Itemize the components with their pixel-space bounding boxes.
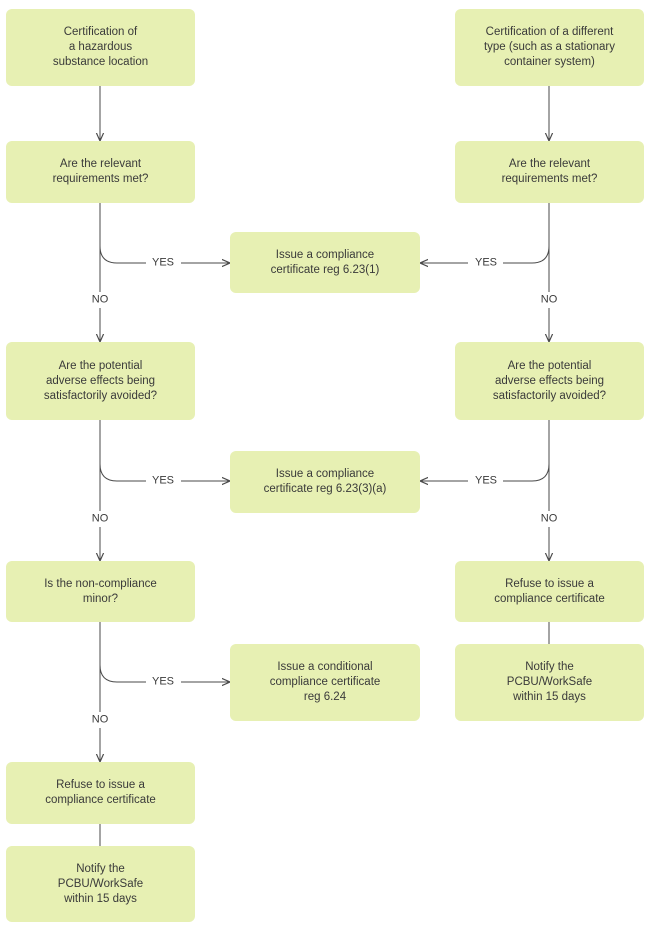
no-label-right-q2: NO — [538, 512, 560, 526]
left-q1-text: Are the relevant requirements met? — [52, 158, 149, 185]
right-notify-box: Notify the PCBU/WorkSafe within 15 days — [455, 644, 644, 721]
connector-right-q1-yes — [503, 245, 550, 264]
no-label-left-q2: NO — [89, 512, 111, 526]
left-q2-box: Are the potential adverse effects being … — [6, 342, 195, 420]
yes-label-left-q1: YES — [149, 256, 177, 270]
yes-label-left-q2: YES — [149, 474, 177, 488]
left-q3-text: Is the non-compliance minor? — [44, 577, 157, 605]
right-notify-text: Notify the PCBU/WorkSafe within 15 days — [506, 661, 593, 703]
center-outcome1-box: Issue a compliance certificate reg 6.23(… — [230, 232, 420, 293]
yes-label-right-q2: YES — [472, 474, 500, 488]
right-refuse-text: Refuse to issue a compliance certificate — [494, 577, 605, 605]
left-refuse-box: Refuse to issue a compliance certificate — [6, 762, 195, 824]
right-q1-text: Are the relevant requirements met? — [501, 158, 598, 185]
center-outcome2-box: Issue a compliance certificate reg 6.23(… — [230, 451, 420, 513]
no-label-left-q3: NO — [89, 713, 111, 727]
left-q2-text: Are the potential adverse effects being … — [43, 359, 158, 402]
center-outcome3-text: Issue a conditional compliance certifica… — [269, 661, 381, 703]
yes-label-left-q3: YES — [149, 675, 177, 689]
yes-label-right-q1: YES — [472, 256, 500, 270]
right-q2-box: Are the potential adverse effects being … — [455, 342, 644, 420]
right-q1-box: Are the relevant requirements met? — [455, 141, 644, 203]
left-refuse-text: Refuse to issue a compliance certificate — [45, 779, 156, 806]
left-q1-box: Are the relevant requirements met? — [6, 141, 195, 203]
center-outcome2-text: Issue a compliance certificate reg 6.23(… — [263, 468, 387, 495]
left-notify-text: Notify the PCBU/WorkSafe within 15 days — [57, 862, 144, 905]
left-start-box: Certification of a hazardous substance l… — [6, 9, 195, 86]
left-notify-box: Notify the PCBU/WorkSafe within 15 days — [6, 846, 195, 922]
no-label-right-q1: NO — [538, 293, 560, 307]
center-outcome1-text: Issue a compliance certificate reg 6.23(… — [270, 248, 380, 276]
center-outcome3-box: Issue a conditional compliance certifica… — [230, 644, 420, 721]
right-start-box: Certification of a different type (such … — [455, 9, 644, 86]
right-q2-text: Are the potential adverse effects being … — [492, 359, 607, 402]
no-label-left-q1: NO — [89, 293, 111, 307]
connector-left-q2-yes — [99, 463, 146, 482]
left-q3-box: Is the non-compliance minor? — [6, 561, 195, 622]
connector-left-q1-yes — [99, 245, 146, 264]
left-start-text: Certification of a hazardous substance l… — [52, 26, 149, 68]
connector-right-q2-yes — [503, 463, 550, 482]
right-start-text: Certification of a different type (such … — [483, 26, 616, 68]
right-refuse-box: Refuse to issue a compliance certificate — [455, 561, 644, 622]
connector-left-q3-yes — [99, 664, 146, 683]
